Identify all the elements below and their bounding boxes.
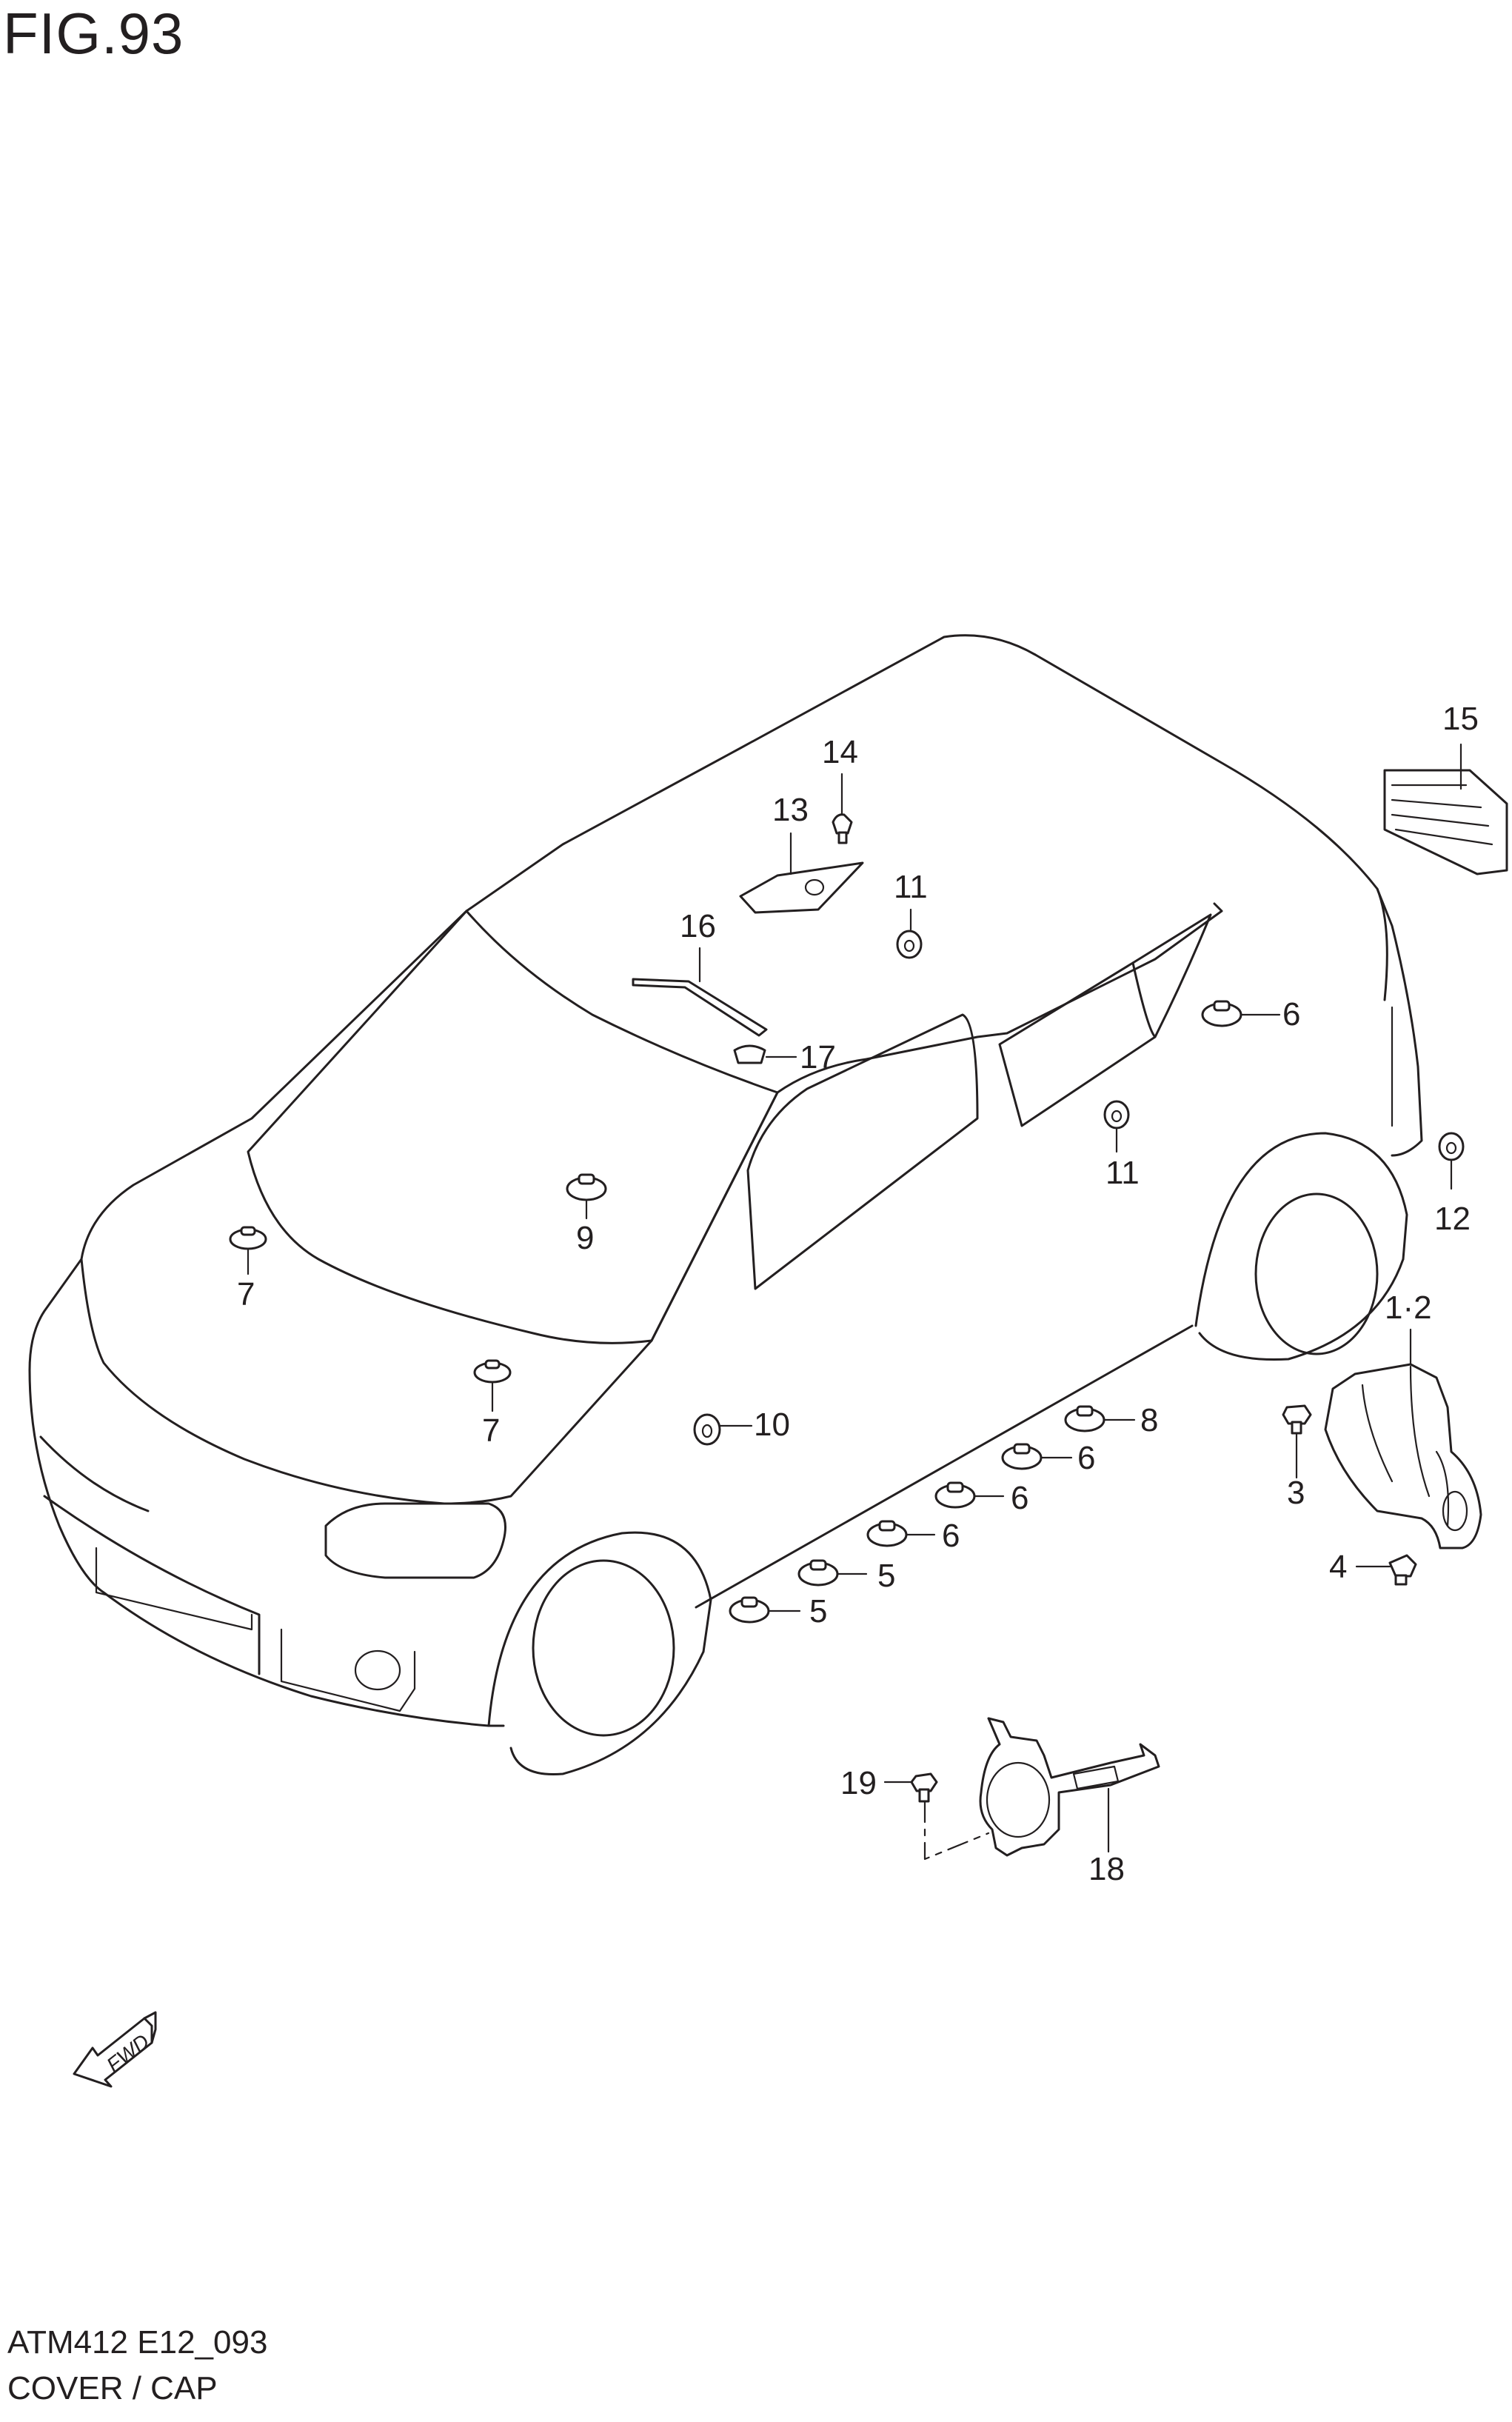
callout-10: 10 [754, 1407, 790, 1443]
fwd-label: FWD [102, 2029, 153, 2077]
part-3-screw [1282, 1404, 1312, 1435]
part-7-clip-a [229, 1226, 267, 1250]
figure-title: FIG.93 [3, 1, 184, 66]
part-12-grommet [1438, 1132, 1465, 1161]
part-5-clip-a [797, 1559, 839, 1587]
part-6-clip-c [934, 1481, 976, 1509]
callout-6-rear-door: 6 [1282, 996, 1300, 1032]
part-11-grommet-a [896, 930, 923, 959]
callout-11-upper: 11 [894, 869, 928, 905]
part-15-grille-vent [1383, 769, 1508, 875]
callout-5-sill-1: 5 [877, 1558, 895, 1594]
part-10-grommet [693, 1413, 721, 1446]
callout-13: 13 [772, 792, 809, 828]
callout-3: 3 [1287, 1475, 1305, 1511]
callout-7-front: 7 [482, 1412, 500, 1449]
part-6-clip-d [866, 1520, 908, 1547]
callout-9: 9 [576, 1220, 594, 1256]
callout-4: 4 [1329, 1549, 1347, 1585]
callout-5-sill-2: 5 [809, 1593, 827, 1629]
figure-name: COVER / CAP [7, 2370, 218, 2406]
callout-11-lower: 11 [1105, 1155, 1140, 1191]
part-6-clip-a [1201, 1000, 1242, 1027]
callout-7-hood: 7 [237, 1276, 255, 1312]
callout-1-2: 1·2 [1385, 1290, 1432, 1326]
callout-6-sill-3: 6 [942, 1518, 960, 1554]
part-5-clip-b [729, 1596, 770, 1624]
part-19-bolt [910, 1772, 938, 1803]
callout-18: 18 [1088, 1851, 1125, 1887]
part-11-grommet-b [1103, 1100, 1130, 1130]
callout-labels: 15 14 13 11 16 6 17 11 12 9 7 1·2 7 10 8… [237, 701, 1479, 1887]
part-9-clip [566, 1173, 607, 1201]
part-14-bolt [832, 813, 853, 844]
part-17-plug [733, 1044, 766, 1064]
callout-14: 14 [822, 734, 858, 770]
fwd-arrow-icon: FWD [73, 2011, 157, 2088]
part-13-bracket [739, 861, 864, 914]
part-6-clip-b [1001, 1443, 1043, 1470]
part-8-clip [1064, 1405, 1105, 1432]
part-18-holder-bracket [979, 1717, 1160, 1857]
leader-lines [247, 743, 1462, 1861]
callout-6-sill-2: 6 [1011, 1480, 1028, 1516]
callout-12: 12 [1434, 1201, 1471, 1237]
callout-16: 16 [680, 908, 716, 944]
part-4-screw [1388, 1554, 1417, 1586]
part-1-2-mudguard-cover [1324, 1363, 1482, 1549]
callout-6-sill-1: 6 [1077, 1440, 1095, 1476]
vehicle-outline [28, 634, 1423, 1776]
callout-19: 19 [840, 1765, 877, 1801]
part-16-strip [632, 978, 768, 1037]
callout-15: 15 [1442, 701, 1479, 737]
part-7-clip-b [473, 1359, 512, 1384]
callout-17: 17 [800, 1039, 836, 1075]
figure-code: ATM412 E12_093 [7, 2324, 268, 2361]
callout-8: 8 [1140, 1402, 1158, 1438]
